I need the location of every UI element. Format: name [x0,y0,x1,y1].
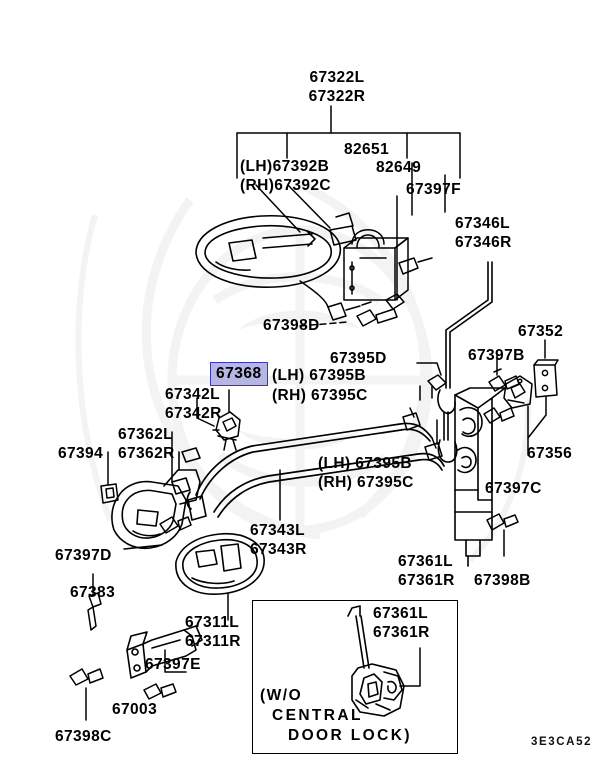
callout-67392b: (LH)67392B [240,158,330,175]
callout-67397f: 67397F [406,181,461,198]
callout-67342: 67342L 67342R [165,386,222,422]
callout-67395b-lower: (LH) 67395B [318,455,412,472]
callout-67397c: 67397C [485,480,542,497]
callout-67395d: 67395D [330,350,387,367]
callout-67395c-lower: (RH) 67395C [318,474,414,491]
callout-67397e: 67397E [145,656,201,673]
callout-67397d: 67397D [55,547,112,564]
callout-67398c: 67398C [55,728,112,745]
callout-67352: 67352 [518,323,564,340]
callout-67395c: (RH) 67395C [272,387,368,404]
callout-67003: 67003 [112,701,158,718]
callout-67322: 67322L 67322R [308,69,366,105]
inset-callout-67361: 67361L 67361R [373,605,430,641]
callout-67392c: (RH)67392C [240,177,332,194]
callout-67361-main: 67361L 67361R [398,553,455,589]
callout-67395b: (LH) 67395B [272,367,366,384]
callout-67362: 67362L 67362R [118,426,175,462]
callout-67346: 67346L 67346R [455,215,512,251]
callout-67397b: 67397B [468,347,525,364]
callout-67398b: 67398B [474,572,531,589]
sheet-code: 3E3CA52 [531,736,593,748]
inset-caption-line3: DOOR LOCK) [288,727,412,744]
callout-82649: 82649 [376,159,422,176]
callout-67356: 67356 [527,445,573,462]
inset-caption-line2: CENTRAL [272,707,363,724]
callout-67394: 67394 [58,445,104,462]
callout-67383: 67383 [70,584,116,601]
inset-box-without-central-door-lock [252,600,458,754]
callout-82651: 82651 [344,141,390,158]
callout-67311: 67311L 67311R [185,614,241,650]
callout-67368-highlighted[interactable]: 67368 [210,362,268,386]
inset-caption-line1: (W/O [260,687,303,704]
callout-67343: 67343L 67343R [250,522,307,558]
callout-67398d: 67398D [263,317,320,334]
